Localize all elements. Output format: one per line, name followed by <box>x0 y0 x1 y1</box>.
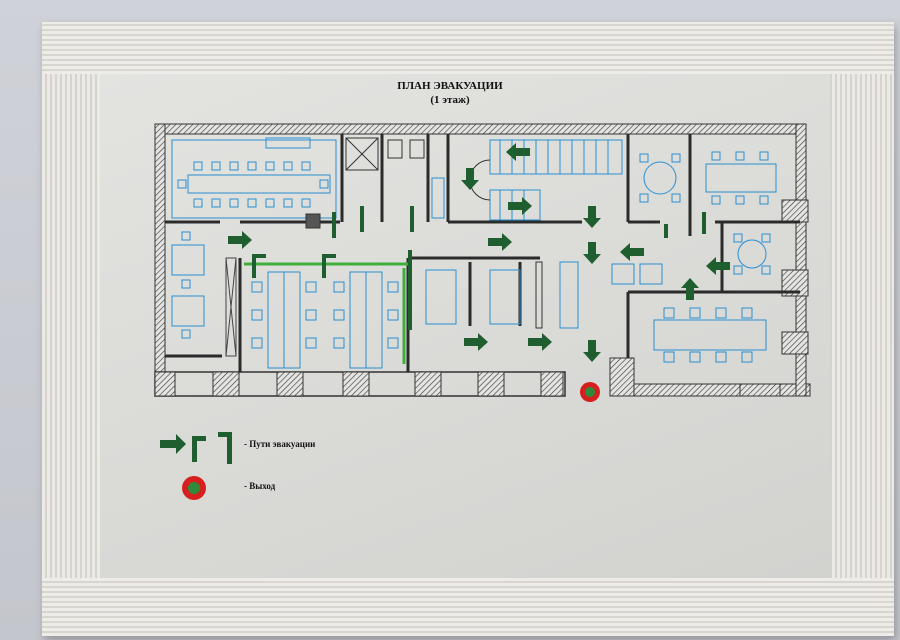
evacuation-plan-sheet <box>100 74 830 578</box>
plan-title: ПЛАН ЭВАКУАЦИИ <box>397 80 503 92</box>
left-office-furniture <box>171 231 237 357</box>
legend-route-symbols <box>160 432 232 464</box>
picture-frame-bottom <box>42 578 894 636</box>
evacuation-arrows <box>228 143 730 362</box>
open-office-middle <box>425 261 579 329</box>
legend-exit-label: - Выход <box>244 481 276 491</box>
legend-routes-label: - Пути эвакуации <box>244 439 316 449</box>
open-office-left <box>251 271 399 369</box>
exit-marker-plan <box>580 382 600 402</box>
wc-area <box>305 137 445 229</box>
picture-frame-top <box>42 22 894 74</box>
conference-room-top-left <box>171 137 337 219</box>
evacuation-route-lines <box>244 262 408 364</box>
interior-walls <box>165 134 800 372</box>
legend-exit-symbol <box>182 476 206 500</box>
meeting-rooms-right <box>611 151 777 363</box>
plan-subtitle: (1 этаж) <box>430 94 470 106</box>
window-piers <box>154 199 809 397</box>
staircase <box>469 139 623 221</box>
